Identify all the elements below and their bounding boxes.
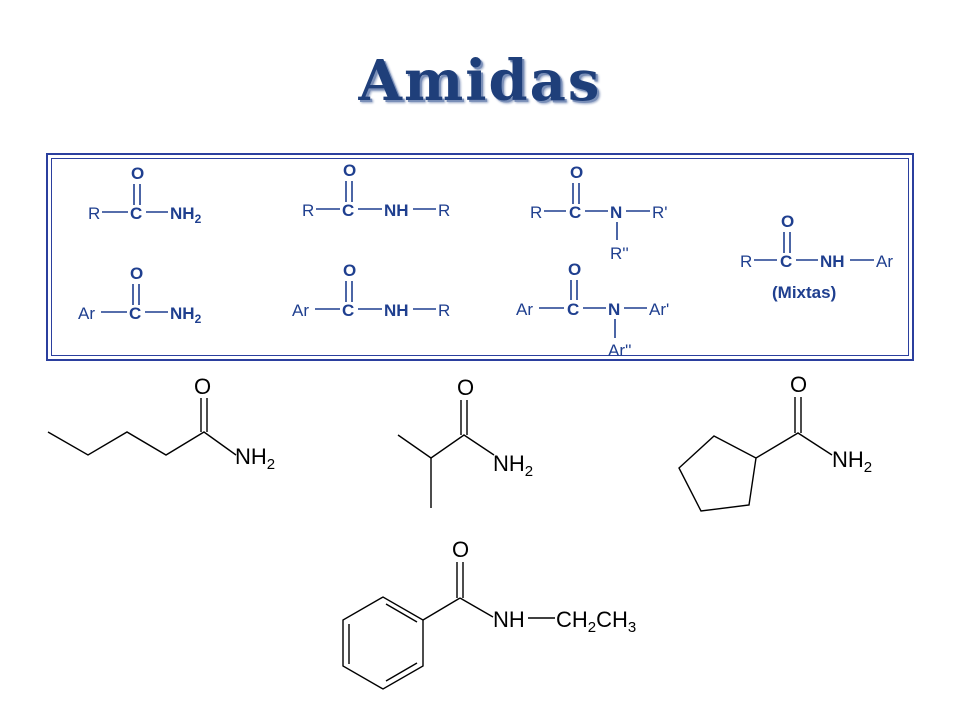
amine-label: NH <box>493 607 525 632</box>
amine-label: NH <box>384 301 409 320</box>
aryl-double-prime-label: Ar'' <box>608 341 632 360</box>
carbon-label: C <box>569 203 581 222</box>
general-formulas-box <box>46 153 914 361</box>
methyl-label: CH <box>596 607 628 632</box>
carbon-label: C <box>129 304 141 323</box>
aryl-label: Ar <box>292 301 309 320</box>
r-group-label: R <box>438 301 450 320</box>
amine-label: NH <box>493 451 525 476</box>
svg-text:NH2: NH2 <box>170 204 202 226</box>
aryl-label: Ar <box>516 300 533 319</box>
r-group-label: R <box>740 252 752 271</box>
amine-subscript: 2 <box>267 456 275 473</box>
svg-text:NH2: NH2 <box>493 451 533 480</box>
r-group-label: R <box>438 201 450 220</box>
formula-secondary-amide-aryl: O Ar C NH R <box>292 261 450 320</box>
r-group-label: R <box>88 204 100 223</box>
amine-subscript: 2 <box>864 459 872 476</box>
formula-secondary-amide-alkyl: O R C NH R <box>302 161 450 220</box>
carbon-label: C <box>342 301 354 320</box>
oxygen-label: O <box>790 372 807 397</box>
r-double-prime-label: R'' <box>610 244 629 263</box>
formula-mixed-amide: O R C NH Ar (Mixtas) <box>740 212 893 302</box>
r-group-label: R <box>302 201 314 220</box>
oxygen-label: O <box>130 264 143 283</box>
aryl-prime-label: Ar' <box>649 300 669 319</box>
amine-label: NH <box>235 444 267 469</box>
amine-subscript: 2 <box>195 212 202 226</box>
formula-tertiary-amide-aryl: O Ar C N Ar' Ar'' <box>516 260 669 360</box>
example-cyclopentanecarboxamide: O NH2 <box>678 372 872 512</box>
mixed-caption: (Mixtas) <box>772 283 836 302</box>
r-group-label: R <box>530 203 542 222</box>
amine-label: NH <box>170 204 195 223</box>
carbon-label: C <box>567 300 579 319</box>
nitrogen-label: N <box>608 300 620 319</box>
amine-label: NH <box>384 201 409 220</box>
aryl-label: Ar <box>876 252 893 271</box>
nitrogen-label: N <box>610 203 622 222</box>
methyl-subscript: 3 <box>628 619 636 636</box>
oxygen-label: O <box>194 374 211 399</box>
carbon-label: C <box>342 201 354 220</box>
formula-primary-amide-aryl: O Ar C NH2 <box>78 264 202 326</box>
svg-text:CH2CH3: CH2CH3 <box>556 607 636 636</box>
formula-primary-amide-alkyl: O R C NH2 <box>88 164 202 226</box>
carbon-label: C <box>780 252 792 271</box>
svg-text:NH2: NH2 <box>832 447 872 476</box>
amine-label: NH <box>832 447 864 472</box>
amine-label: NH <box>170 304 195 323</box>
aryl-label: Ar <box>78 304 95 323</box>
methylene-label: CH <box>556 607 588 632</box>
amine-label: NH <box>820 252 845 271</box>
carbon-label: C <box>130 204 142 223</box>
example-isobutyramide: O NH2 <box>397 375 533 508</box>
svg-text:NH2: NH2 <box>170 304 202 326</box>
oxygen-label: O <box>452 537 469 562</box>
oxygen-label: O <box>568 260 581 279</box>
example-pentanamide: O NH2 <box>47 374 275 473</box>
svg-text:NH2: NH2 <box>235 444 275 473</box>
oxygen-label: O <box>781 212 794 231</box>
oxygen-label: O <box>343 161 356 180</box>
amine-subscript: 2 <box>195 312 202 326</box>
formula-tertiary-amide-alkyl: O R C N R' R'' <box>530 163 668 263</box>
r-prime-label: R' <box>652 203 668 222</box>
oxygen-label: O <box>343 261 356 280</box>
oxygen-label: O <box>131 164 144 183</box>
methylene-subscript: 2 <box>588 619 596 636</box>
example-n-ethylbenzamide: O NH CH2CH3 <box>342 537 636 690</box>
amine-subscript: 2 <box>525 463 533 480</box>
page-title: Amidas <box>358 48 602 114</box>
oxygen-label: O <box>457 375 474 400</box>
oxygen-label: O <box>570 163 583 182</box>
